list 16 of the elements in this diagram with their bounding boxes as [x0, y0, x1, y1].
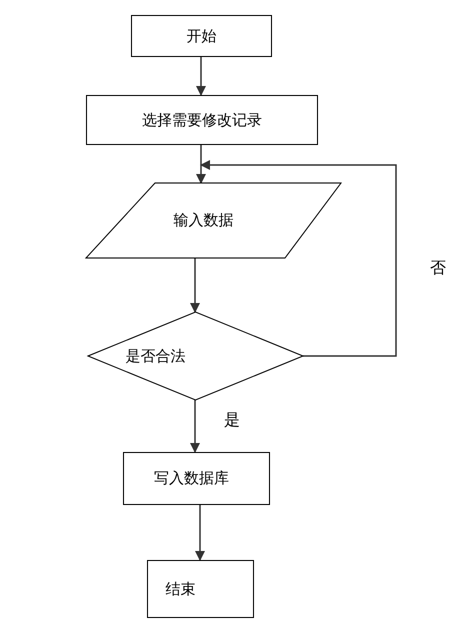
process-box: [86, 95, 318, 145]
arrow: [200, 160, 397, 357]
arrow: [196, 145, 206, 184]
node-label: 结束: [166, 580, 196, 598]
arrow: [190, 400, 200, 453]
start-box: [131, 15, 272, 57]
node-label: 选择需要修改记录: [142, 110, 262, 130]
node-label: 开始: [186, 26, 216, 46]
process-box: [123, 452, 270, 505]
arrow: [190, 258, 200, 313]
end-box: [147, 560, 254, 618]
arrow: [196, 57, 206, 96]
node-label: 是否合法: [126, 346, 186, 366]
node-label: 写入数据库: [154, 469, 229, 488]
arrow: [195, 505, 205, 561]
node-label: 输入数据: [174, 211, 234, 230]
